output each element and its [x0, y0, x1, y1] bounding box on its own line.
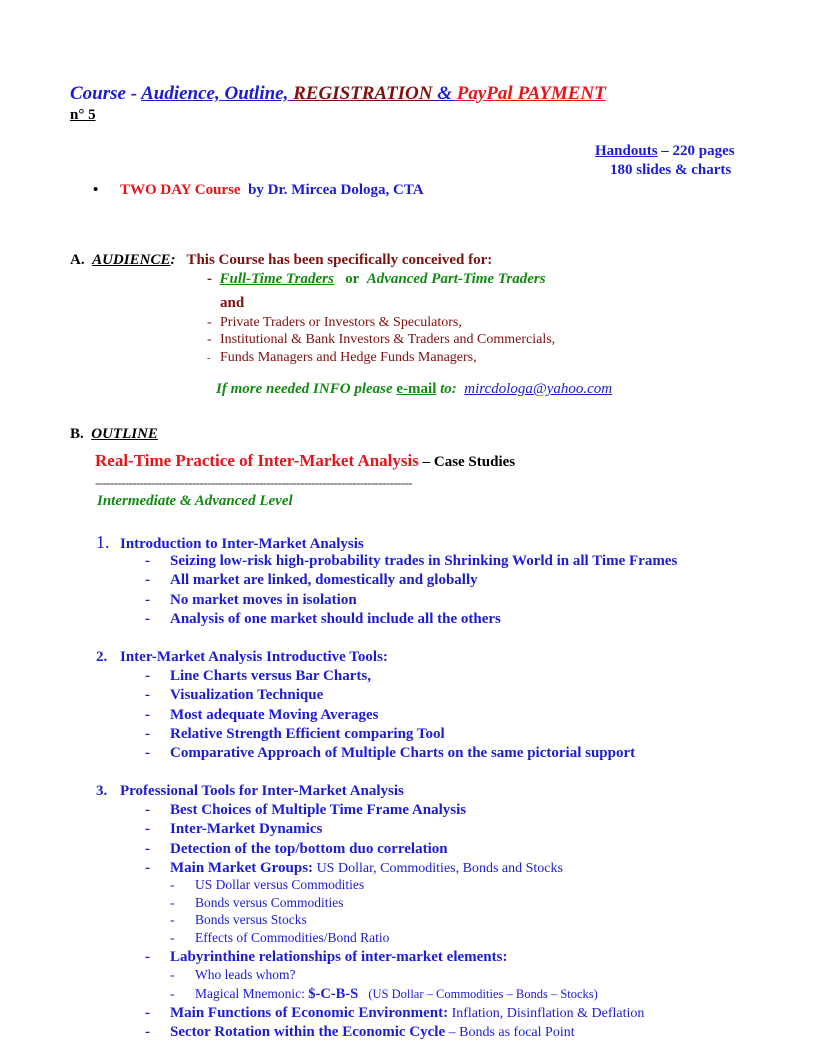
- audience-outline-link[interactable]: Audience, Outline,: [141, 83, 294, 104]
- audience-item: -Institutional & Bank Investors & Trader…: [207, 332, 556, 347]
- audience-traders: - Full-Time Traders or Advanced Part-Tim…: [207, 271, 546, 287]
- outline-item: -Line Charts versus Bar Charts,: [145, 668, 371, 685]
- course-number: n° 5: [70, 107, 96, 123]
- registration-link[interactable]: REGISTRATION: [293, 83, 433, 104]
- outline-subitem: -US Dollar versus Commodities: [170, 877, 365, 893]
- slides-count: 180 slides & charts: [610, 162, 732, 178]
- handouts-line: Handouts – 220 pages: [595, 143, 735, 159]
- bullet-icon: •: [93, 182, 99, 198]
- outline-item: -Detection of the top/bottom duo correla…: [145, 840, 448, 857]
- outline-subitem: -Who leads whom?: [170, 966, 296, 982]
- email-link[interactable]: e-mail: [396, 381, 437, 397]
- outline-subitem: -Effects of Commodities/Bond Ratio: [170, 929, 390, 945]
- page-title: Course - Audience, Outline, REGISTRATION…: [70, 83, 606, 104]
- outline-subitem: -Bonds versus Stocks: [170, 912, 307, 928]
- outline-item: -Visualization Technique: [145, 687, 324, 704]
- outline-item: -Comparative Approach of Multiple Charts…: [145, 745, 636, 761]
- mnemonic-item: -Magical Mnemonic: $-C-B-S (US Dollar – …: [170, 985, 598, 1002]
- full-time-traders-link[interactable]: Full-Time Traders: [219, 271, 334, 287]
- contact-info: If more needed INFO please e-mail to: mi…: [216, 381, 613, 397]
- audience-heading: A. AUDIENCE: This Course has been specif…: [70, 252, 493, 268]
- outline-item: -Most adequate Moving Averages: [145, 706, 379, 723]
- outline-item: -Inter-Market Dynamics: [145, 821, 323, 838]
- outline-item: -Main Functions of Economic Environment:…: [145, 1004, 645, 1021]
- outline-heading: B. OUTLINE: [70, 426, 158, 442]
- outline-item: -Relative Strength Efficient comparing T…: [145, 725, 445, 742]
- outline-item: -Labyrinthine relationships of inter-mar…: [145, 949, 508, 965]
- paypal-payment-link[interactable]: PayPal PAYMENT: [456, 83, 606, 104]
- outline-title: Real-Time Practice of Inter-Market Analy…: [95, 451, 516, 471]
- course-bullet: •TWO DAY Course by Dr. Mircea Dologa, CT…: [93, 182, 424, 198]
- audience-item: -Funds Managers and Hedge Funds Managers…: [207, 350, 477, 365]
- audience-and: and: [220, 295, 245, 311]
- email-address-link[interactable]: mircdologa@yahoo.com: [464, 381, 613, 397]
- section-heading: 3.Professional Tools for Inter-Market An…: [96, 783, 404, 799]
- outline-item: -Seizing low-risk high-probability trade…: [145, 553, 678, 570]
- outline-subitem: -Bonds versus Commodities: [170, 894, 344, 910]
- level-label: Intermediate & Advanced Level: [97, 493, 293, 509]
- handouts-link[interactable]: Handouts: [595, 143, 658, 159]
- outline-item: -Analysis of one market should include a…: [145, 610, 501, 627]
- audience-item: -Private Traders or Investors & Speculat…: [207, 315, 462, 330]
- outline-item: -Best Choices of Multiple Time Frame Ana…: [145, 802, 467, 819]
- outline-item: -All market are linked, domestically and…: [145, 572, 478, 589]
- outline-item: -No market moves in isolation: [145, 591, 357, 608]
- section-heading: 1.Introduction to Inter-Market Analysis: [96, 532, 364, 552]
- separator-line: ----------------------------------------…: [95, 475, 413, 490]
- section-heading: 2.Inter-Market Analysis Introductive Too…: [96, 649, 388, 665]
- outline-item: -Main Market Groups: US Dollar, Commodit…: [145, 859, 563, 876]
- outline-item: -Sector Rotation within the Economic Cyc…: [145, 1023, 575, 1040]
